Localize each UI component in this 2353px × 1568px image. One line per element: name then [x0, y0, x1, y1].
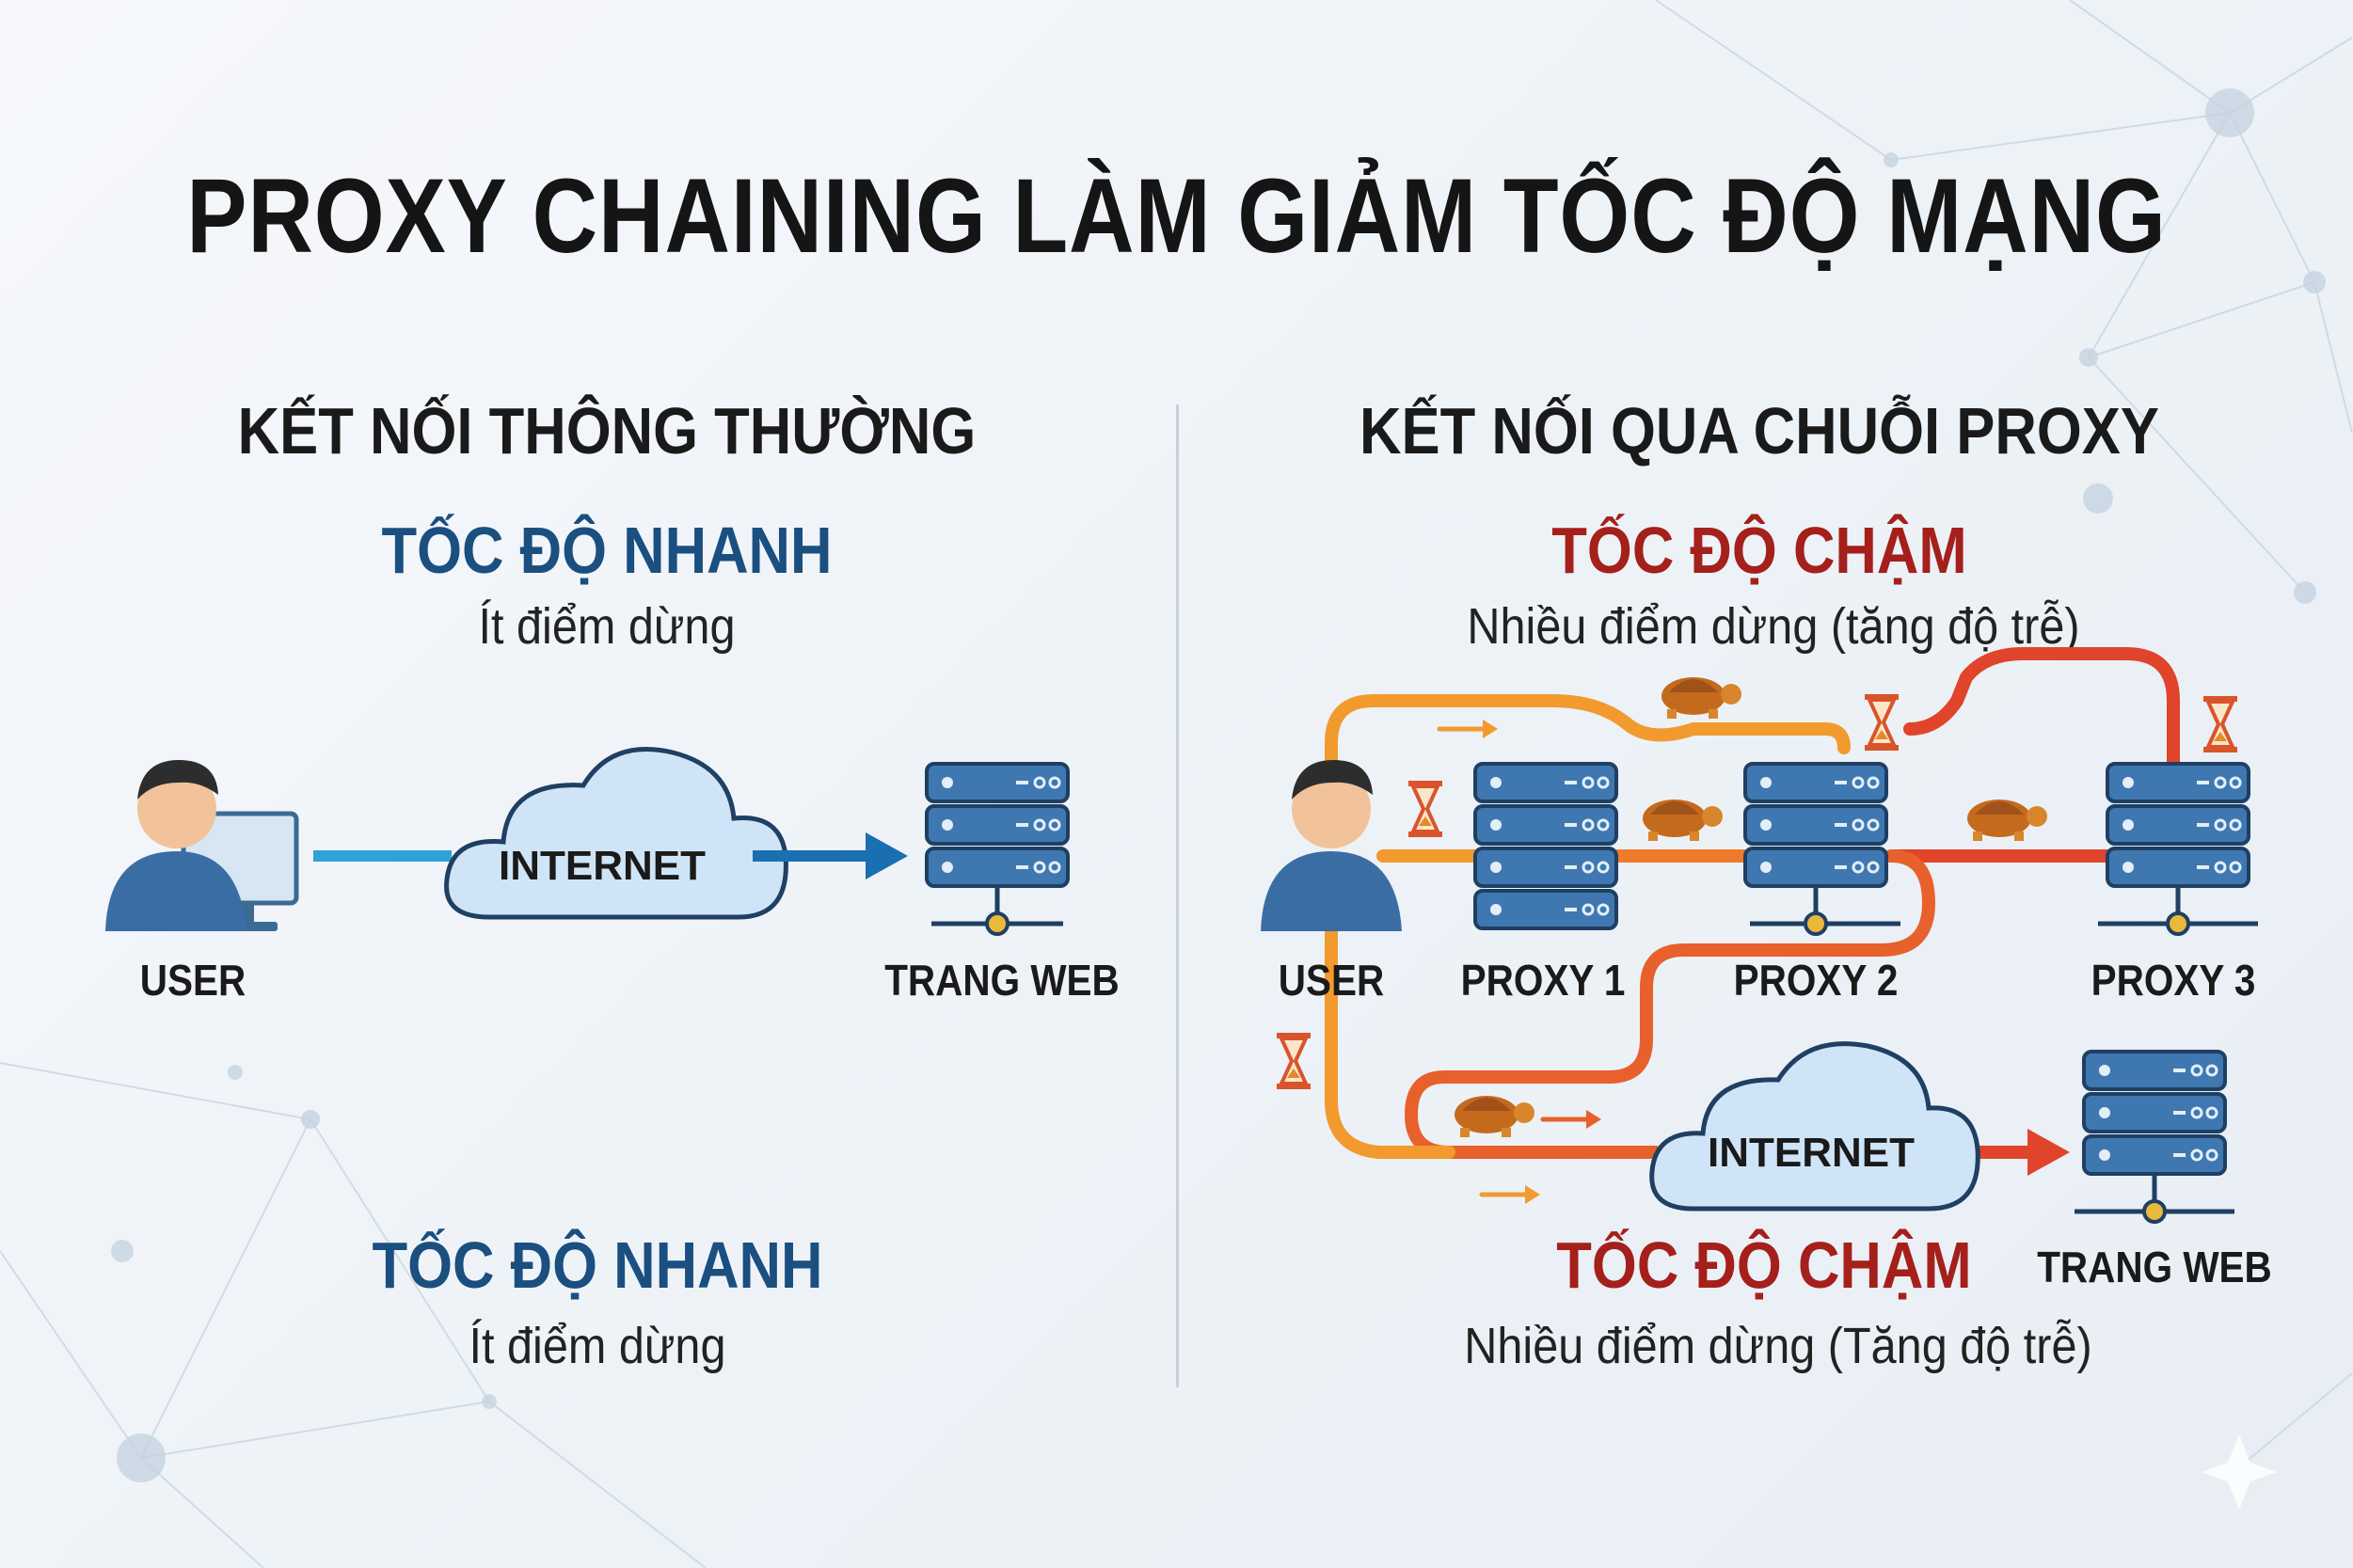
normal-connection-heading: KẾT NỐI THÔNG THƯỜNG	[237, 394, 977, 467]
hourglass-icon	[1275, 1031, 1312, 1091]
proxy-3-label: PROXY 3	[2091, 956, 2256, 1005]
turtle-icon	[1967, 800, 2047, 841]
few-stops-caption-bottom: Ít điểm dừng	[469, 1318, 726, 1374]
turtle-icon	[1661, 677, 1741, 719]
many-stops-caption-bottom: Nhiều điểm dừng (Tăng độ trễ)	[1464, 1318, 2092, 1374]
proxy-1-label: PROXY 1	[1460, 956, 1626, 1005]
turtle-icon	[1643, 800, 1723, 841]
fast-speed-label-bottom: TỐC ĐỘ NHANH	[372, 1228, 823, 1302]
proxy-chain-heading: KẾT NỐI QUA CHUỖI PROXY	[1359, 394, 2159, 467]
slow-speed-label-bottom: TỐC ĐỘ CHẬM	[1556, 1228, 1972, 1302]
arrow-icon	[1482, 1185, 1540, 1204]
page-title: PROXY CHAINING LÀM GIẢM TỐC ĐỘ MẠNG	[186, 157, 2167, 275]
fast-speed-label-top: TỐC ĐỘ NHANH	[381, 514, 833, 587]
server-icon	[2075, 1050, 2234, 1224]
proxy-2-label: PROXY 2	[1733, 956, 1899, 1005]
hourglass-icon	[2202, 694, 2239, 754]
user-icon	[105, 760, 299, 931]
web-label-left: TRANG WEB	[884, 956, 1120, 1005]
arrow-icon	[1439, 720, 1498, 738]
user-label-left: USER	[139, 956, 246, 1005]
server-icon	[925, 762, 1070, 936]
proxy-path	[1325, 647, 2180, 1159]
web-label-right: TRANG WEB	[2037, 1243, 2272, 1291]
few-stops-caption-top: Ít điểm dừng	[478, 598, 736, 655]
arrow-icon	[1543, 1110, 1601, 1129]
turtle-icon	[1455, 1096, 1534, 1137]
cloud-icon	[1649, 1041, 1980, 1212]
user-label-right: USER	[1278, 956, 1385, 1005]
cloud-icon	[444, 747, 788, 920]
hourglass-icon	[1863, 692, 1900, 752]
server-icon	[1743, 762, 1900, 936]
slow-speed-label-top: TỐC ĐỘ CHẬM	[1551, 514, 1967, 587]
internet-label-right: INTERNET	[1708, 1130, 1915, 1176]
arrow-icon	[2027, 1129, 2070, 1176]
section-divider	[1176, 404, 1179, 1387]
server-icon	[2098, 762, 2258, 936]
internet-label-left: INTERNET	[499, 843, 706, 889]
hourglass-icon	[1407, 779, 1444, 839]
user-icon	[1261, 760, 1402, 931]
arrow-icon	[866, 832, 908, 879]
many-stops-caption-top: Nhiều điểm dừng (tăng độ trễ)	[1467, 598, 2080, 655]
server-icon	[1473, 762, 1618, 930]
